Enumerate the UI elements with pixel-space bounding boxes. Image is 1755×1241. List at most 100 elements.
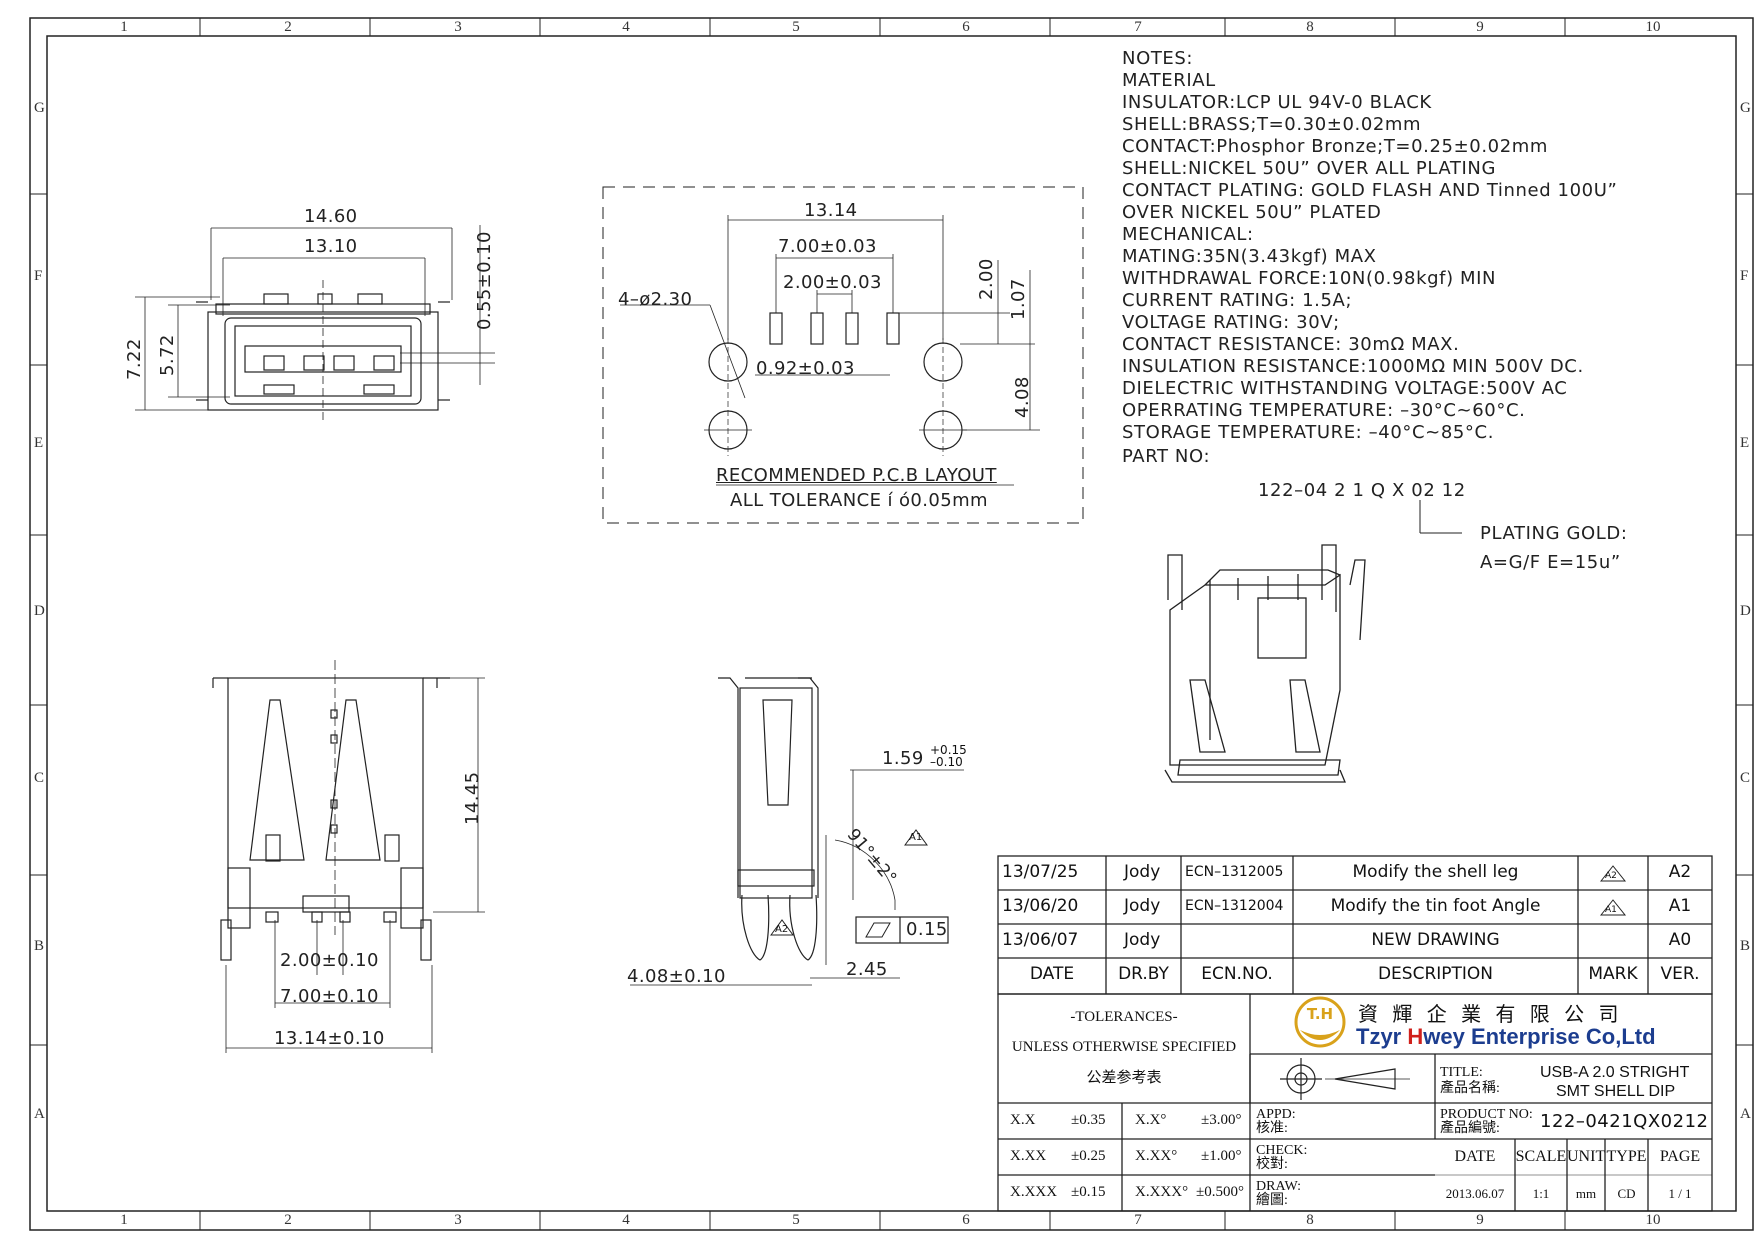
- zone-row-left-b: B: [34, 938, 45, 954]
- zone-row-left-d: D: [34, 603, 45, 619]
- zone-col-top-7: 7: [1134, 19, 1142, 35]
- title-label: TITLE:: [1440, 1065, 1483, 1080]
- footer-header-type: TYPE: [1606, 1148, 1647, 1165]
- rev-by: Jody: [1124, 896, 1161, 916]
- dim-pcb-v1: 2.00: [976, 258, 997, 300]
- dim-pcb-overall: 13.14: [804, 200, 858, 221]
- dim-bottom-pitch-inner: 2.00±0.10: [280, 950, 379, 971]
- notes-line: CONTACT:Phosphor Bronze;T=0.25±0.02mm: [1122, 136, 1549, 157]
- part-no-label: PART NO:: [1122, 446, 1211, 467]
- footer-page: 1 / 1: [1668, 1186, 1692, 1201]
- zone-row-left-a: A: [34, 1106, 45, 1122]
- zone-row-left-g: G: [34, 100, 45, 116]
- tol-linear: X.X: [1010, 1112, 1036, 1128]
- dim-side-offset-tol-minus: –0.10: [930, 755, 963, 769]
- rev-description: NEW DRAWING: [1371, 930, 1500, 950]
- rev-description: Modify the tin foot Angle: [1330, 896, 1541, 916]
- draw-label-cn: 繪圖:: [1256, 1193, 1288, 1208]
- zone-row-left-c: C: [34, 770, 45, 786]
- dim-front-width-outer: 14.60: [304, 206, 358, 227]
- pcb-layout-tolerance: ALL TOLERANCE í ó0.05mm: [730, 490, 988, 511]
- draw-label: DRAW:: [1256, 1179, 1302, 1194]
- rev-description: Modify the shell leg: [1352, 862, 1519, 882]
- plating-options: A=G/F E=15u”: [1480, 552, 1621, 573]
- dim-front-height-inner: 5.72: [157, 334, 178, 376]
- notes-line: INSULATOR:LCP UL 94V-0 BLACK: [1122, 92, 1432, 113]
- rev-header-date: DATE: [1029, 964, 1075, 984]
- dim-side-offset: 1.59: [882, 748, 924, 769]
- zone-col-top-8: 8: [1306, 19, 1314, 35]
- tol-angular: X.X°: [1135, 1112, 1167, 1128]
- svg-text:T.H: T.H: [1307, 1005, 1333, 1023]
- notes-line: DIELECTRIC WITHSTANDING VOLTAGE:500V AC: [1122, 378, 1568, 399]
- check-label-cn: 校對:: [1256, 1157, 1288, 1172]
- zone-row-left-f: F: [34, 268, 43, 284]
- footer-scale: 1:1: [1532, 1186, 1550, 1201]
- zone-col-top-5: 5: [792, 19, 800, 35]
- notes-line: CURRENT RATING: 1.5A;: [1122, 290, 1353, 311]
- rev-mark: A2: [1605, 871, 1617, 881]
- rev-header-mark: MARK: [1588, 964, 1638, 984]
- footer-date: 2013.06.07: [1445, 1186, 1505, 1201]
- tol-linear-value: ±0.25: [1071, 1148, 1106, 1164]
- company-name-cn: 資 輝 企 業 有 限 公 司: [1358, 1002, 1623, 1026]
- zone-col-top-2: 2: [284, 19, 292, 35]
- footer-header-unit: UNIT: [1567, 1148, 1606, 1165]
- footer-header-page: PAGE: [1659, 1148, 1701, 1165]
- zone-col-top-1: 1: [120, 19, 128, 35]
- zone-col-bottom-7: 7: [1134, 1212, 1142, 1228]
- notes-line: MATERIAL: [1122, 70, 1216, 91]
- tol-linear: X.XX: [1010, 1148, 1047, 1164]
- rev-date: 13/06/07: [1002, 930, 1079, 950]
- tol-linear: X.XXX: [1010, 1184, 1058, 1200]
- appd-label: APPD:: [1256, 1107, 1296, 1122]
- zone-col-bottom-10: 10: [1645, 1212, 1661, 1228]
- zone-col-bottom-2: 2: [284, 1212, 292, 1228]
- pcb-layout-title: RECOMMENDED P.C.B LAYOUT: [716, 465, 997, 486]
- tol-angular-value: ±1.00°: [1201, 1148, 1242, 1164]
- rev-header-ecn: ECN.NO.: [1201, 964, 1273, 984]
- tolerances-title: -TOLERANCES-: [1070, 1009, 1178, 1025]
- dim-pcb-v2: 1.07: [1008, 278, 1029, 320]
- rev-header-version: VER.: [1660, 964, 1700, 984]
- dim-pcb-v3: 4.08: [1012, 376, 1033, 418]
- notes-heading: NOTES:: [1122, 48, 1194, 69]
- notes-line: MECHANICAL:: [1122, 224, 1254, 245]
- zone-col-top-10: 10: [1645, 19, 1661, 35]
- dim-side-offset-tolerance: +0.15 –0.10: [930, 744, 967, 768]
- notes-line: STORAGE TEMPERATURE: –40°C~85°C.: [1122, 422, 1495, 443]
- company-name-prefix: Tzyr: [1356, 1024, 1408, 1049]
- footer-type: CD: [1617, 1186, 1636, 1201]
- product-value: 122–0421QX0212: [1540, 1111, 1709, 1132]
- dim-pcb-pitch-inner: 2.00±0.03: [783, 272, 882, 293]
- rev-by: Jody: [1124, 862, 1161, 882]
- rev-ecn: ECN–1312004: [1185, 898, 1284, 914]
- zone-col-bottom-1: 1: [120, 1212, 128, 1228]
- product-label-cn: 產品編號:: [1440, 1121, 1500, 1136]
- part-no-code: 122–04 2 1 Q X 02 12: [1258, 480, 1466, 501]
- zone-col-bottom-8: 8: [1306, 1212, 1314, 1228]
- notes-line: MATING:35N(3.43kgf) MAX: [1122, 246, 1377, 267]
- title-value-1: USB-A 2.0 STRIGHT: [1540, 1064, 1690, 1081]
- dim-front-width-inner: 13.10: [304, 236, 358, 257]
- company-logo: T.H: [1294, 996, 1346, 1048]
- zone-col-bottom-9: 9: [1476, 1212, 1484, 1228]
- dim-front-tongue: 0.55±0.10: [474, 231, 495, 330]
- rev-mark: A1: [1605, 905, 1617, 915]
- notes-line: VOLTAGE RATING: 30V;: [1122, 312, 1340, 333]
- rev-version: A1: [1668, 896, 1692, 916]
- zone-row-right-d: D: [1740, 603, 1751, 619]
- zone-col-top-3: 3: [454, 19, 462, 35]
- rev-version: A2: [1668, 862, 1692, 882]
- footer-unit: mm: [1575, 1186, 1597, 1201]
- tol-linear-value: ±0.15: [1071, 1184, 1106, 1200]
- zone-col-bottom-4: 4: [622, 1212, 630, 1228]
- tol-linear-value: ±0.35: [1071, 1112, 1106, 1128]
- zone-row-left-e: E: [34, 435, 44, 451]
- zone-row-right-a: A: [1740, 1106, 1751, 1122]
- notes-line: SHELL:NICKEL 50U” OVER ALL PLATING: [1122, 158, 1497, 179]
- dim-bottom-pitch-outer: 7.00±0.10: [280, 986, 379, 1007]
- rev-ecn: ECN–1312005: [1185, 864, 1284, 880]
- tol-angular: X.XXX°: [1135, 1184, 1189, 1200]
